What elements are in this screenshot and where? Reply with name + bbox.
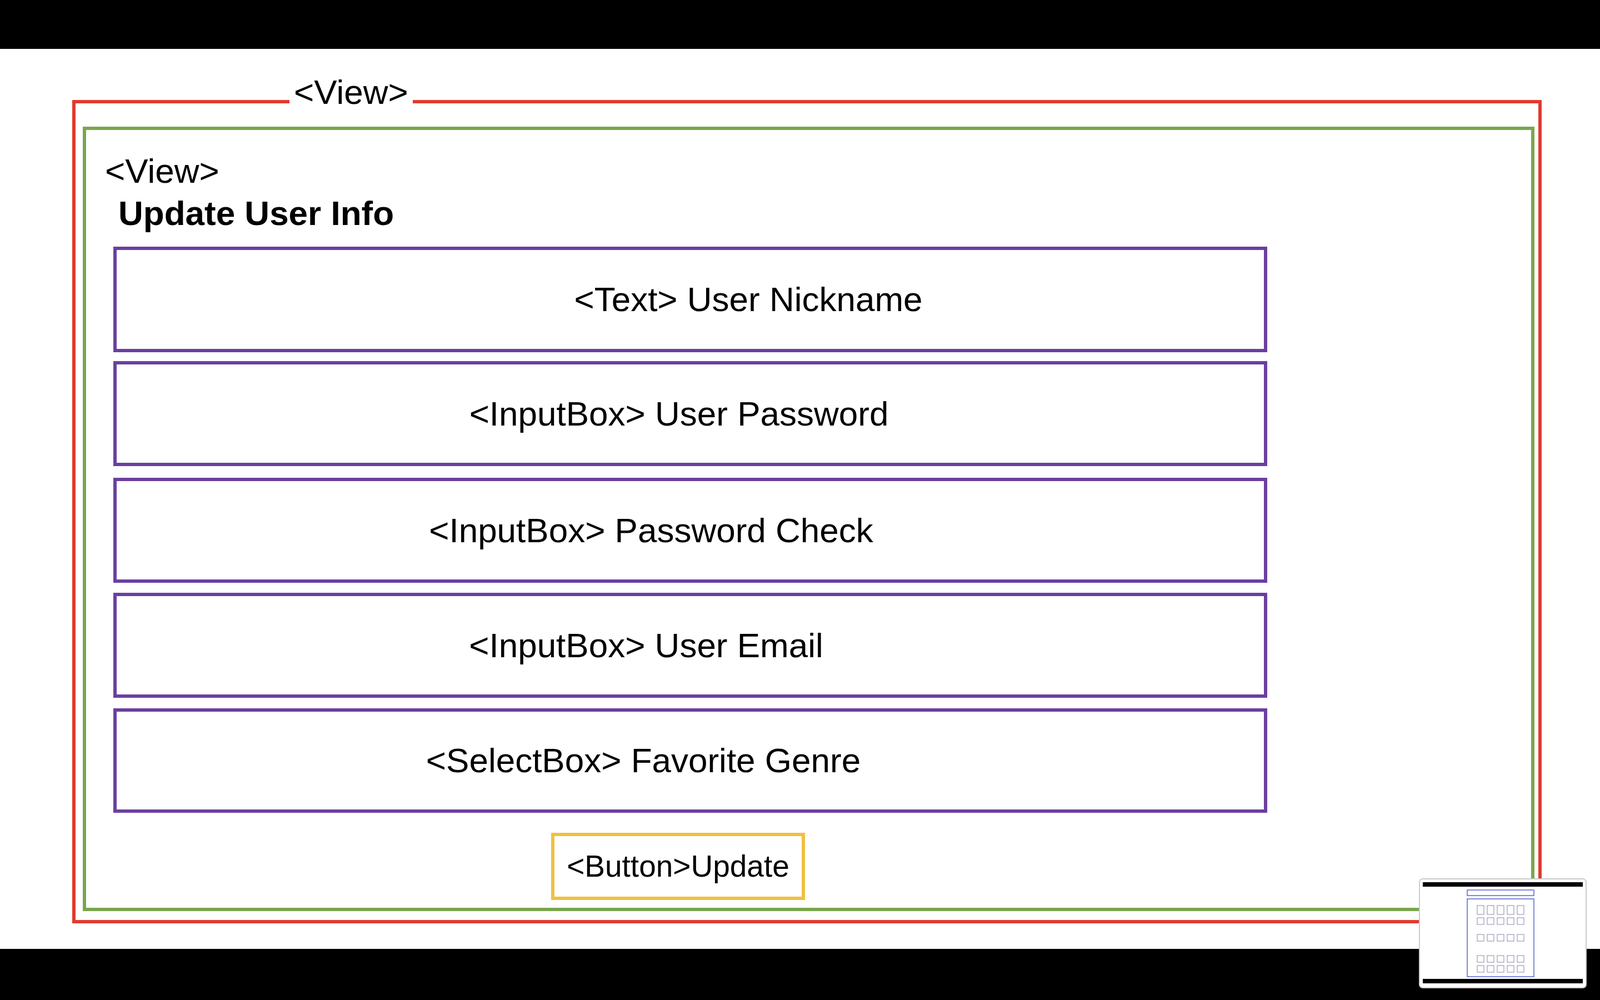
input-field-box: <InputBox> User Password — [113, 361, 1268, 467]
screen-title: Update User Info — [118, 193, 394, 233]
input-field-box: <InputBox> User Email — [113, 592, 1268, 698]
field-label: <Text> User Nickname — [573, 279, 923, 319]
outer-view-box: <View><View>Update User Info <Text> User … — [72, 100, 1542, 924]
field-label: <SelectBox> Favorite Genre — [426, 740, 861, 780]
field-label: <InputBox> Password Check — [428, 510, 874, 550]
thumbnail-preview — [1418, 877, 1588, 989]
button-label: <Button>Update — [566, 848, 790, 884]
field-label: <InputBox> User Password — [469, 393, 889, 434]
top-bar — [0, 0, 1600, 49]
field-label: <InputBox> User Email — [468, 625, 824, 665]
text-field-box: <Text> User Nickname — [113, 246, 1268, 353]
bottom-bar — [0, 948, 1600, 1000]
select-field-box: <SelectBox> Favorite Genre — [113, 708, 1268, 813]
view-tag: <View> — [289, 72, 413, 112]
input-field-box: <InputBox> Password Check — [113, 477, 1268, 583]
inner-view-box: <View>Update User Info <Text> User Nickna… — [82, 126, 1535, 912]
view-tag: <View> — [105, 151, 220, 191]
button-box: <Button>Update — [551, 832, 805, 900]
